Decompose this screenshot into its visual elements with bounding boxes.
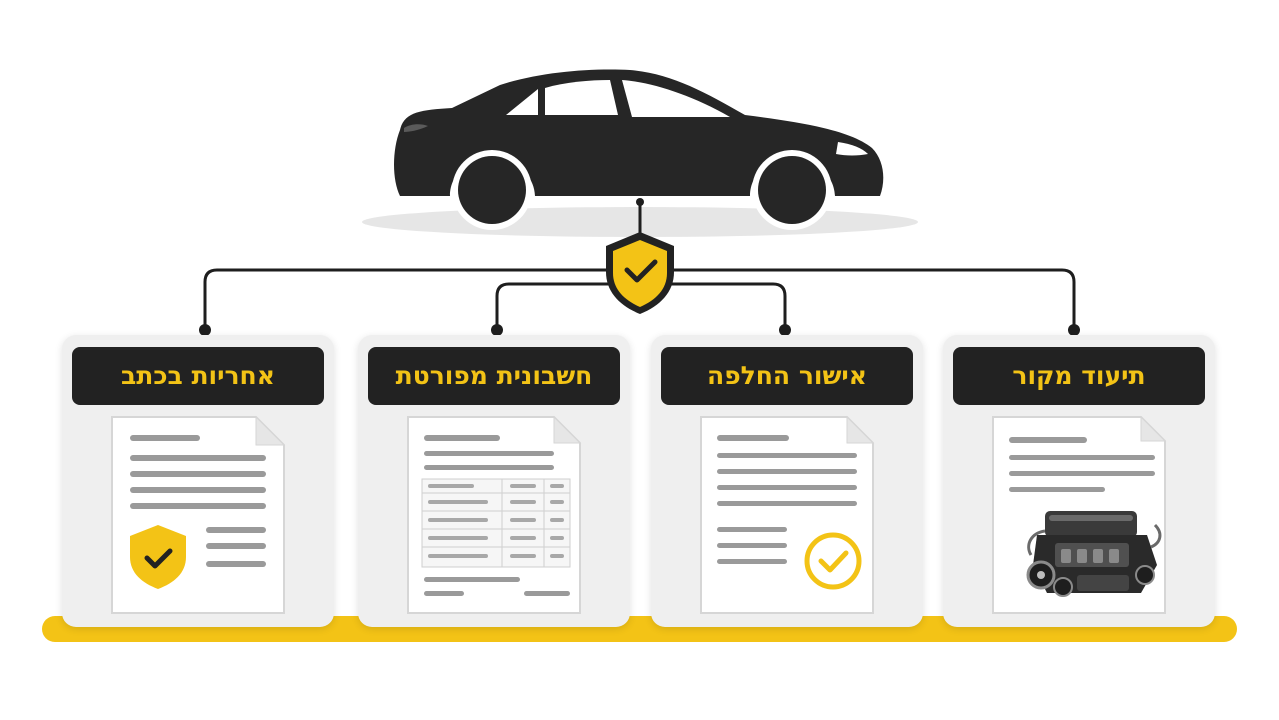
origin-document — [992, 415, 1167, 614]
card-label-origin-documentation: תיעוד מקור — [953, 347, 1205, 405]
hub-shield-check-icon — [606, 232, 674, 314]
card-detailed-invoice: חשבונית מפורטת — [358, 335, 630, 627]
card-label-written-warranty: אחריות בכתב — [72, 347, 324, 405]
card-origin-documentation: תיעוד מקור — [943, 335, 1215, 627]
card-replacement-approval: אישור החלפה — [651, 335, 923, 627]
circle-check-icon — [804, 532, 862, 590]
car-silhouette-icon — [394, 69, 884, 230]
invoice-table — [421, 478, 571, 568]
invoice-document — [407, 415, 582, 614]
warranty-document — [111, 415, 286, 614]
connector-dots — [199, 198, 1080, 336]
engine-icon — [1026, 511, 1162, 597]
card-label-replacement-approval: אישור החלפה — [661, 347, 913, 405]
card-written-warranty: אחריות בכתב — [62, 335, 334, 627]
shield-check-icon — [130, 525, 186, 589]
approval-document — [700, 415, 875, 614]
card-label-detailed-invoice: חשבונית מפורטת — [368, 347, 620, 405]
